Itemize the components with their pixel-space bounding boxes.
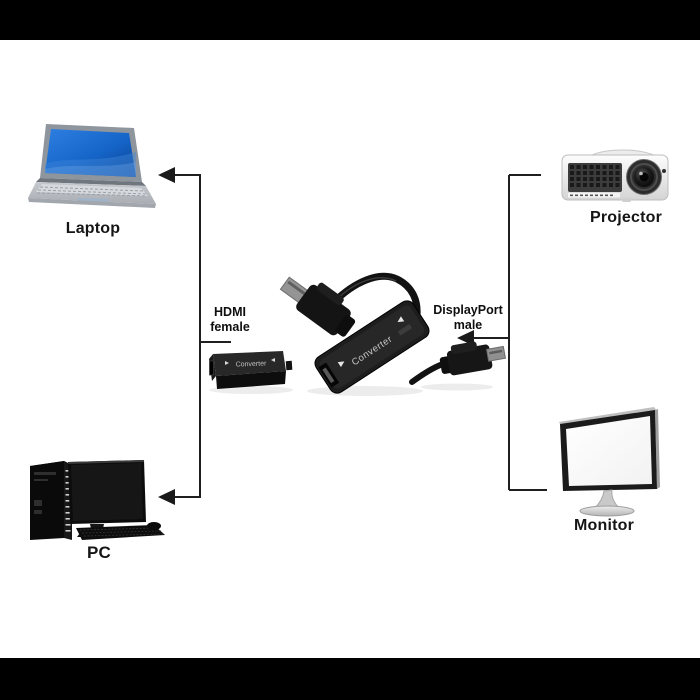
displayport-male-label: DisplayPort male (433, 303, 502, 333)
pc-monitor-edge (68, 460, 144, 464)
dp-plug-hump (316, 282, 344, 306)
adapter-dp-plug (279, 276, 356, 337)
projector-bottom-strip (568, 193, 620, 198)
adapter-cable-sheen (334, 277, 397, 302)
monitor-base (579, 505, 635, 517)
hdmi-label-line1: HDMI (214, 305, 246, 319)
projector-grille (568, 163, 622, 192)
top-black-bar (0, 0, 700, 40)
dp-male-tip-slot (489, 349, 503, 355)
laptop-screen (45, 129, 136, 177)
adapter-hdmi-port-inner (322, 367, 335, 384)
dp-plug-body (296, 284, 351, 336)
projector-grille-holes (570, 165, 620, 187)
laptop-front-edge (28, 198, 156, 208)
monitor-right-edge (655, 409, 660, 489)
hdmi-female-port (209, 360, 214, 376)
left-connector-group (174, 174, 231, 498)
right-connector-group (473, 174, 547, 491)
projector-sensor-dot (662, 169, 666, 173)
adapter-body-group: Converter (314, 300, 430, 394)
dp-plug-tip-slot (287, 280, 306, 295)
hdmi-converter-dongle: Converter (209, 351, 293, 389)
monitor-screen (566, 416, 652, 486)
projector-label: Projector (589, 209, 663, 226)
monitor-label: Monitor (573, 517, 635, 534)
adapter-body-face (319, 305, 425, 389)
monitor-image (559, 407, 660, 517)
displayport-arrow-icon (457, 330, 474, 346)
adapter-arrow-mark-right (397, 316, 405, 323)
projector-image (561, 149, 669, 202)
displayport-label-line2: male (453, 318, 483, 332)
adapter-arrow-mark-left (337, 361, 345, 368)
laptop-screen-wave2 (45, 162, 136, 177)
pc-label: PC (86, 543, 112, 562)
dongle-top-face (213, 351, 286, 376)
projector-foot (622, 198, 631, 202)
projector-lens-ring (630, 163, 658, 191)
main-converter-adapter: Converter (279, 272, 430, 394)
laptop-image (28, 124, 156, 208)
pc-image (30, 460, 165, 540)
dp-male-plug-group (439, 341, 506, 376)
projector-lens-highlight (639, 171, 643, 176)
pc-tower-vents (65, 470, 71, 532)
pc-arrow-icon (158, 489, 175, 505)
hdmi-female-label: HDMI female (210, 305, 250, 335)
arrowheads (158, 167, 474, 505)
laptop-arrow-icon (158, 167, 175, 183)
dongle-arrow-mark-right (271, 358, 275, 362)
displayport-male-plug (409, 341, 506, 385)
hdmi-label-line2: female (210, 320, 250, 334)
projector-strip-dashes (570, 194, 613, 197)
displayport-label-line1: DisplayPort (433, 303, 503, 317)
laptop-hinge (36, 178, 146, 186)
pc-tower-details (34, 472, 56, 514)
pc-monitor-screen (71, 463, 143, 521)
pc-mouse (147, 522, 161, 530)
laptop-label: Laptop (65, 220, 121, 237)
dongle-front-face (216, 371, 286, 389)
dp-plug-strain-relief (335, 315, 356, 337)
laptop-key-rows (36, 186, 148, 197)
bottom-black-bar (0, 658, 700, 700)
laptop-screen-wave (45, 152, 136, 177)
pc-keyboard-keys (79, 527, 164, 537)
adapter-port-mark (398, 324, 412, 336)
dongle-arrow-mark-left (225, 361, 229, 365)
dongle-tab (285, 360, 293, 371)
converter-adapters-image: Converter Converter (209, 272, 506, 396)
dongle-converter-text: Converter (236, 360, 268, 368)
dp-male-hump (450, 341, 478, 354)
